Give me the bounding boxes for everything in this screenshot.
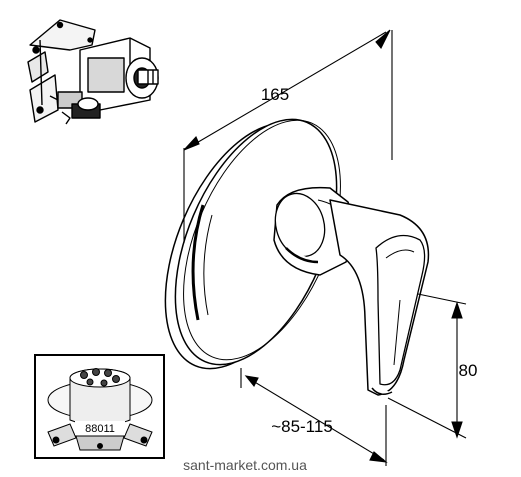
part-number-label: 88011 [85, 423, 115, 435]
dimension-depth [240, 368, 388, 466]
height-dimension-label: 80 [459, 361, 478, 380]
width-dimension-label: 165 [261, 85, 289, 104]
valve-body-illustration [27, 19, 159, 125]
watermark-text: sant-market.com.ua [183, 457, 307, 473]
dimension-width [183, 29, 393, 243]
dimension-height [387, 293, 467, 439]
escutcheon-plate [164, 118, 341, 370]
depth-dimension-label: ~85-115 [271, 417, 333, 436]
lever-handle [273, 186, 430, 396]
rough-in-inset: 88011 [34, 354, 165, 459]
